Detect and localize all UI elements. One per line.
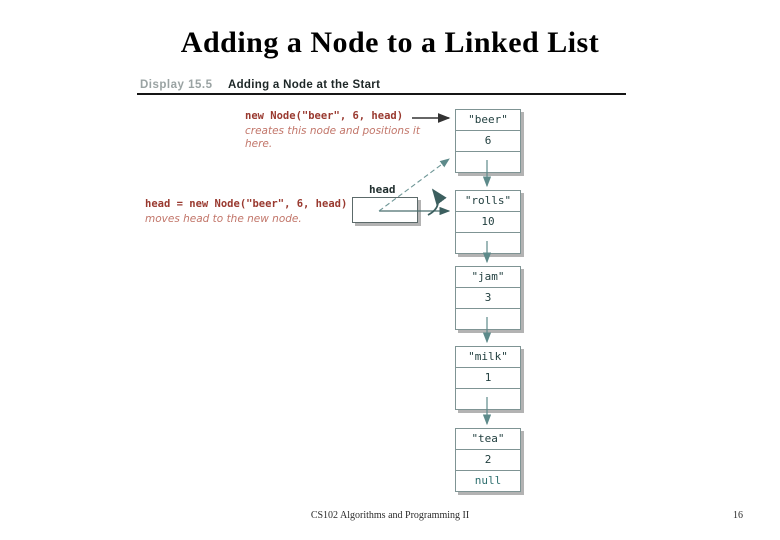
node-beer: "beer" 6 xyxy=(455,109,521,173)
node-link: null xyxy=(474,474,502,487)
node-milk: "milk" 1 xyxy=(455,346,521,410)
node-value: 2 xyxy=(456,450,520,471)
node-value: 1 xyxy=(456,368,520,389)
node-label: "rolls" xyxy=(456,191,520,212)
new-node-note: creates this node and positions it here. xyxy=(245,125,425,150)
figure-divider xyxy=(137,93,626,95)
page-number: 16 xyxy=(733,510,743,521)
node-rolls: "rolls" 10 xyxy=(455,190,521,254)
node-link xyxy=(456,389,520,409)
new-node-note-line1: creates this node and positions it xyxy=(245,125,420,137)
head-assign-code: head = new Node("beer", 6, head) xyxy=(145,198,348,210)
node-link xyxy=(456,152,520,172)
head-pointer-box xyxy=(352,197,418,223)
node-link xyxy=(456,309,520,329)
node-tea: "tea" 2 null xyxy=(455,428,521,492)
node-value: 10 xyxy=(456,212,520,233)
footer-course-label: CS102 Algorithms and Programming II xyxy=(310,510,470,521)
new-node-code: new Node("beer", 6, head) xyxy=(245,110,404,122)
node-label: "beer" xyxy=(456,110,520,131)
head-move-arrow xyxy=(427,188,447,216)
node-value: 3 xyxy=(456,288,520,309)
node-value: 6 xyxy=(456,131,520,152)
head-pointer-label: head xyxy=(369,183,396,196)
figure-display-title: Adding a Node at the Start xyxy=(228,79,381,91)
node-link xyxy=(456,233,520,253)
node-label: "tea" xyxy=(456,429,520,450)
new-node-note-line2: here. xyxy=(245,137,273,150)
node-label: "milk" xyxy=(456,347,520,368)
head-assign-note: moves head to the new node. xyxy=(145,213,302,225)
page-title: Adding a Node to a Linked List xyxy=(180,26,600,59)
figure-display-label: Display 15.5 xyxy=(140,79,213,91)
node-jam: "jam" 3 xyxy=(455,266,521,330)
node-label: "jam" xyxy=(456,267,520,288)
